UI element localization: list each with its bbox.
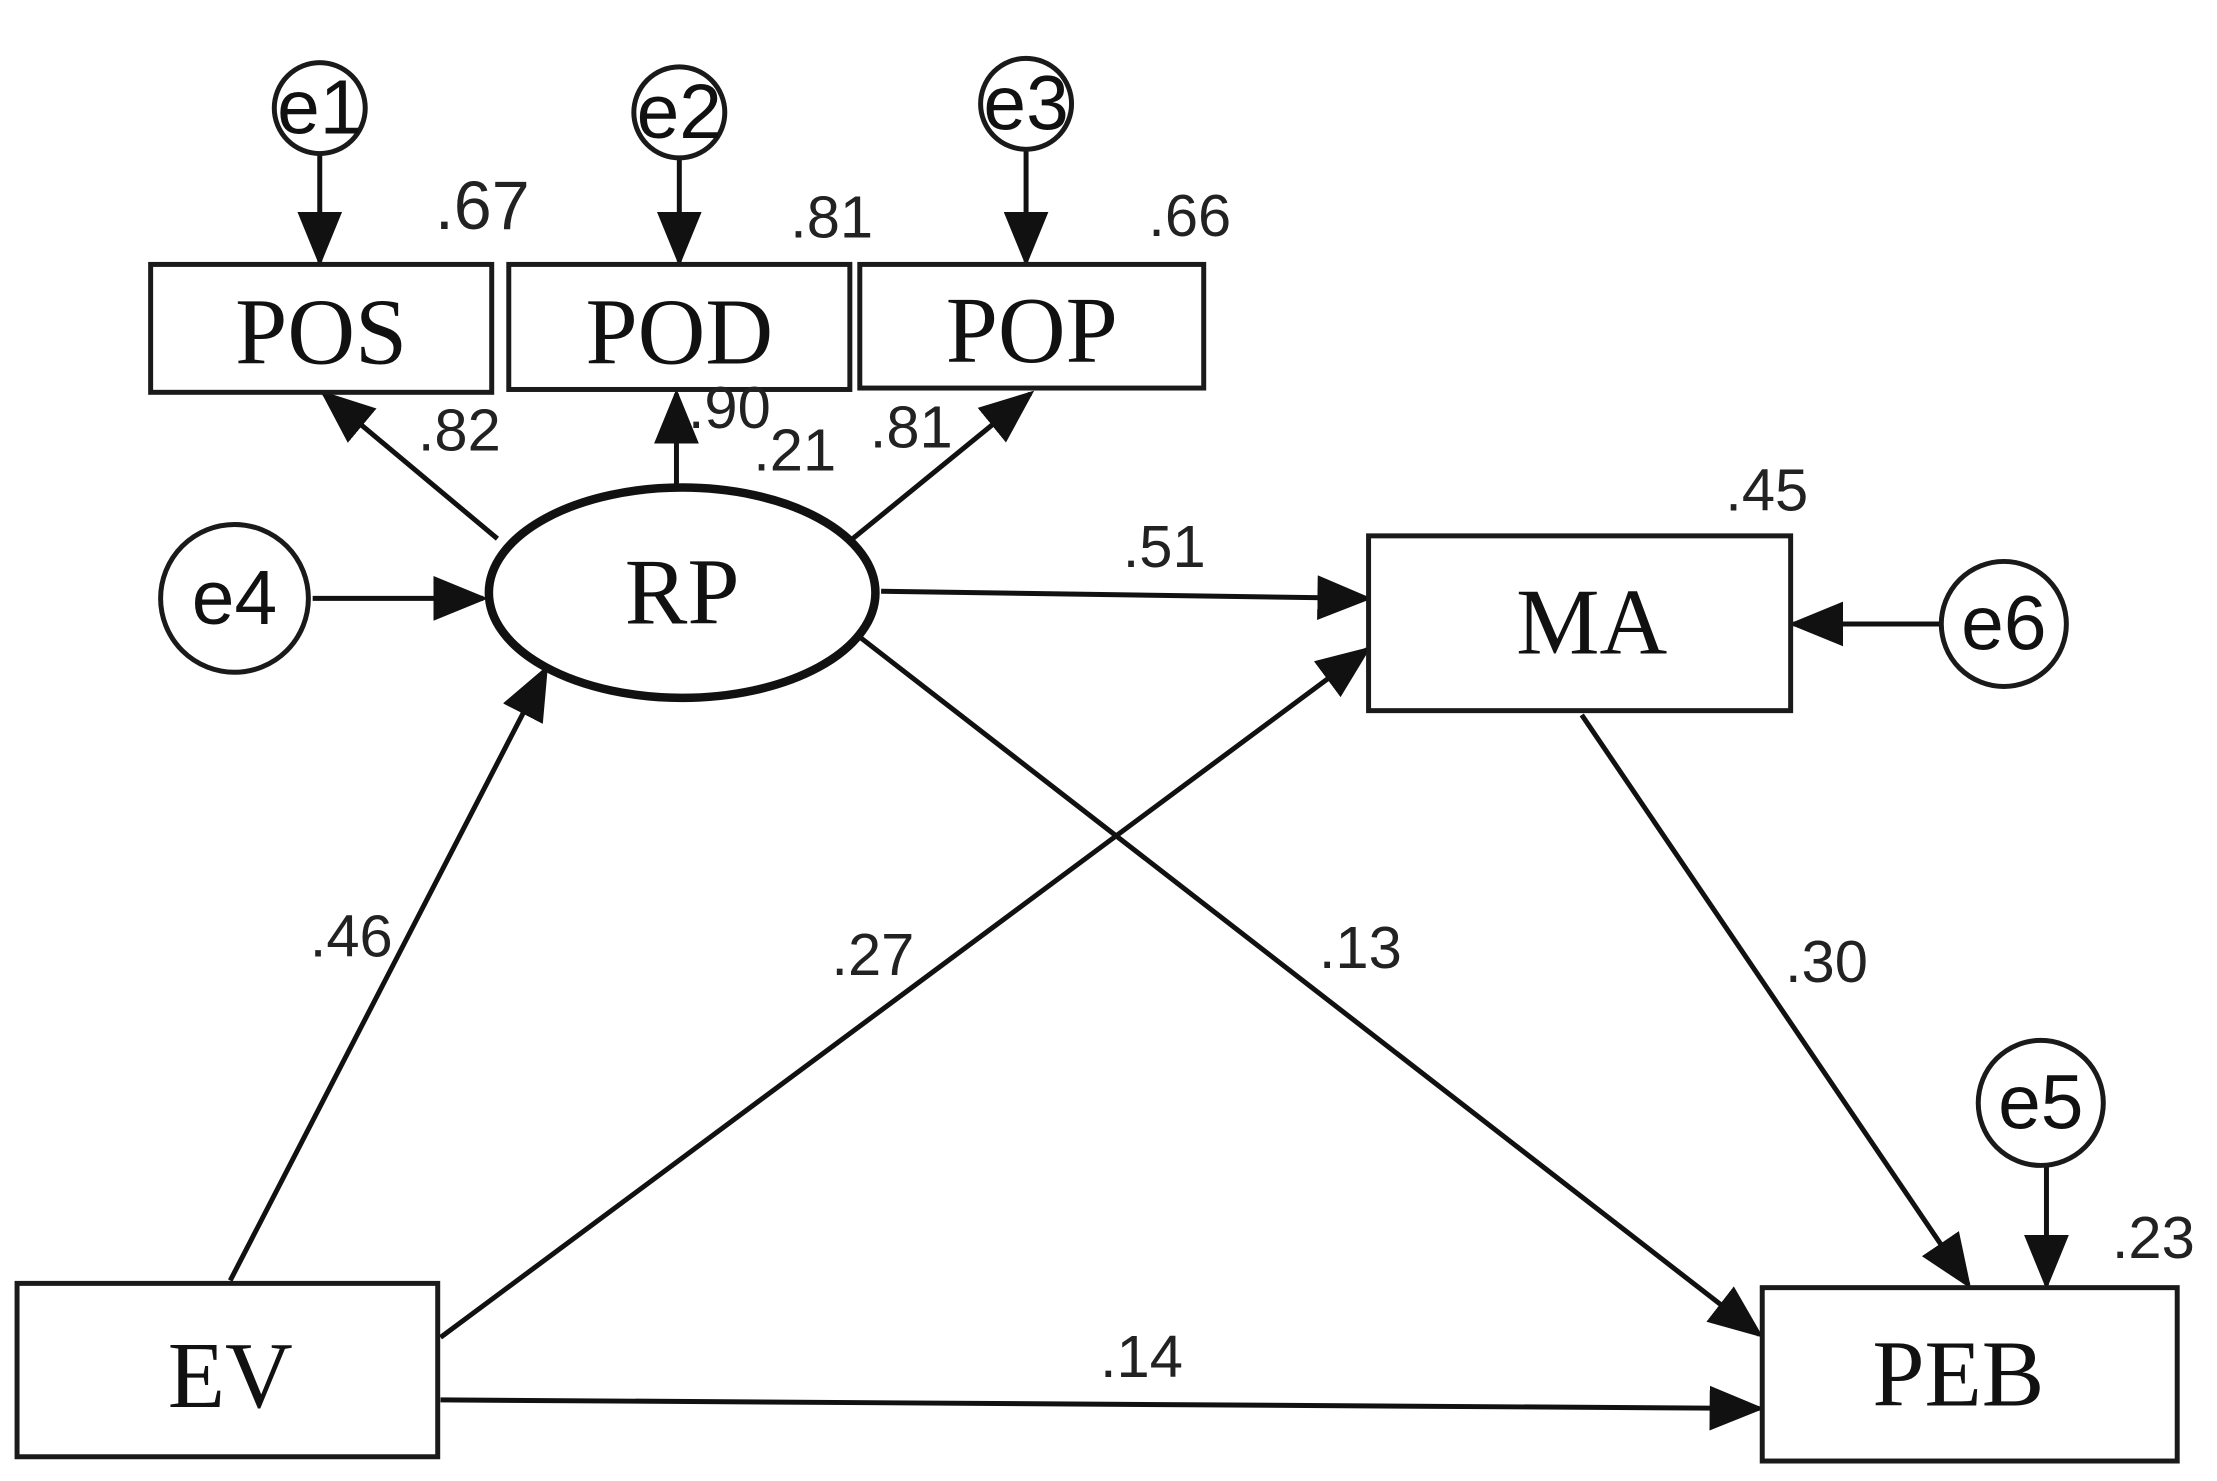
circle-e6	[1938, 558, 2069, 689]
label-pos: POS	[235, 281, 407, 385]
node-pod: POD	[506, 261, 853, 392]
label-pop: POP	[946, 279, 1118, 383]
coef-rp-pos: .82	[418, 397, 501, 464]
box-pop	[857, 261, 1207, 391]
r2-peb: .23	[2112, 1204, 2195, 1271]
r2-rp: .21	[753, 416, 836, 483]
label-rp: RP	[625, 541, 740, 645]
circle-e3	[978, 55, 1075, 152]
circle-e2	[631, 64, 728, 161]
coef-rp-pop: .81	[870, 394, 953, 461]
label-e5: e5	[1998, 1060, 2083, 1145]
label-e2: e2	[637, 70, 722, 155]
coef-ev-ma: .27	[831, 921, 914, 988]
box-pos	[148, 261, 495, 395]
node-pop: POP	[857, 261, 1207, 391]
box-ma	[1366, 533, 1794, 714]
ellipse-rp	[484, 483, 880, 703]
coef-rp-pod: .90	[688, 374, 771, 441]
label-e1: e1	[277, 66, 362, 151]
circle-e1	[271, 60, 368, 157]
coef-rp-peb: .13	[1319, 914, 1402, 981]
circle-e5	[1975, 1037, 2106, 1168]
label-ma: MA	[1516, 571, 1667, 675]
box-peb	[1759, 1285, 2180, 1464]
arrow-ev-peb	[440, 1385, 1765, 1431]
box-ev	[14, 1280, 441, 1460]
error-e3: e3	[978, 55, 1075, 152]
label-e3: e3	[983, 61, 1068, 146]
arrow-rp-ma	[881, 575, 1373, 621]
node-pos: POS	[148, 261, 495, 395]
label-e6: e6	[1961, 581, 2046, 666]
coef-ev-rp: .46	[310, 903, 393, 970]
arrow-ma-peb	[1579, 713, 1972, 1289]
error-e6: e6	[1938, 558, 2069, 689]
coef-ev-peb: .14	[1100, 1323, 1183, 1390]
coef-rp-ma: .51	[1123, 513, 1206, 580]
label-peb: PEB	[1872, 1322, 2044, 1426]
error-e2: e2	[631, 64, 728, 161]
node-rp: RP	[484, 483, 880, 703]
box-pod	[506, 261, 853, 392]
node-peb: PEB	[1759, 1285, 2180, 1464]
label-pod: POD	[586, 281, 774, 385]
error-e5: e5	[1975, 1037, 2106, 1168]
label-e4: e4	[192, 556, 277, 641]
r2-pos: .67	[435, 168, 530, 244]
error-e4: e4	[158, 521, 311, 675]
r2-pod: .81	[790, 183, 873, 250]
arrow-ev-ma	[439, 646, 1372, 1340]
error-e1: e1	[271, 60, 368, 157]
node-ev: EV	[14, 1280, 441, 1460]
r2-ma: .45	[1725, 456, 1808, 523]
r-squared-values: .67 .81 .66 .21 .45 .23	[435, 168, 2195, 1271]
arrows	[228, 147, 2069, 1431]
arrow-rp-pop	[851, 390, 1035, 541]
arrow-rp-pos	[320, 390, 499, 541]
arrow-rp-peb	[859, 636, 1764, 1338]
label-ev: EV	[168, 1324, 293, 1428]
coef-ma-peb: .30	[1785, 928, 1868, 995]
node-ma: MA	[1366, 533, 1794, 714]
circle-e4	[158, 521, 311, 675]
r2-pop: .66	[1148, 182, 1231, 249]
path-coefficients: .82 .90 .81 .51 .46 .27 .13 .30 .14	[310, 374, 1868, 1390]
arrow-ev-rp	[228, 665, 549, 1282]
